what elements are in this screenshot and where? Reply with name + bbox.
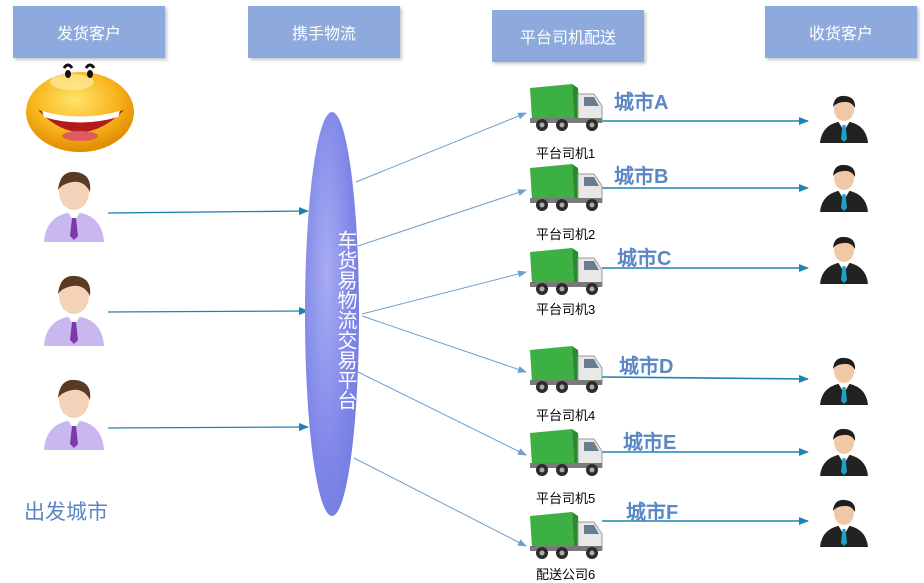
dispatch-line-5	[357, 371, 527, 456]
receiver-person-3	[818, 234, 870, 288]
truck-icon	[530, 346, 603, 393]
delivery-arrow-d	[601, 374, 809, 383]
driver-label-3: 平台司机3	[536, 302, 596, 317]
city-label-a: 城市A	[614, 92, 669, 114]
truck-1	[528, 82, 604, 136]
header-receiver: 收货客户	[765, 6, 917, 58]
businessman-icon	[820, 236, 868, 284]
businessman-icon	[820, 428, 868, 476]
truck-icon	[530, 429, 603, 476]
businessman-icon	[820, 164, 868, 212]
header-shipper: 发货客户	[13, 6, 165, 58]
city-label-e: 城市E	[623, 432, 677, 454]
header-drivers: 平台司机配送	[492, 10, 644, 62]
truck-icon	[530, 512, 603, 559]
dispatch-line-2	[357, 189, 527, 247]
city-label-b: 城市B	[614, 166, 669, 188]
driver-label-2: 平台司机2	[536, 227, 596, 242]
sender-arrow-2	[107, 307, 309, 316]
header-logistics: 携手物流	[248, 6, 400, 58]
shipper-person-1	[38, 166, 110, 246]
driver-label-6: 配送公司6	[536, 567, 596, 582]
truck-icon	[530, 84, 603, 131]
platform-ellipse	[305, 112, 359, 516]
person-icon	[44, 379, 104, 450]
businessman-icon	[820, 357, 868, 405]
receiver-person-5	[818, 426, 870, 480]
dispatch-line-3	[361, 270, 527, 315]
city-label-d: 城市D	[619, 356, 674, 378]
receiver-person-6	[818, 497, 870, 551]
shipper-person-3	[38, 374, 110, 454]
platform-label: 车货易物流交易平台	[334, 230, 358, 410]
city-label-c: 城市C	[617, 248, 672, 270]
dispatch-line-4	[361, 315, 527, 373]
truck-5	[528, 427, 604, 481]
shipper-person-2	[38, 270, 110, 350]
sender-arrow-1	[107, 207, 309, 216]
receiver-person-2	[818, 162, 870, 216]
driver-label-1: 平台司机1	[536, 146, 596, 161]
businessman-icon	[820, 499, 868, 547]
driver-label-4: 平台司机4	[536, 408, 596, 423]
truck-3	[528, 246, 604, 300]
truck-icon	[530, 164, 603, 211]
receiver-person-1	[818, 93, 870, 147]
driver-label-5: 平台司机5	[536, 491, 596, 506]
truck-6	[528, 510, 604, 564]
origin-city-label: 出发城市	[24, 500, 108, 524]
truck-2	[528, 162, 604, 216]
truck-4	[528, 344, 604, 398]
smiley-icon	[26, 63, 134, 152]
businessman-icon	[820, 95, 868, 143]
sender-arrow-3	[107, 423, 309, 432]
receiver-person-4	[818, 355, 870, 409]
truck-icon	[530, 248, 603, 295]
city-label-f: 城市F	[626, 502, 679, 524]
dispatch-line-1	[355, 112, 527, 183]
dispatch-line-6	[353, 457, 527, 547]
person-icon	[44, 275, 104, 346]
person-icon	[44, 171, 104, 242]
